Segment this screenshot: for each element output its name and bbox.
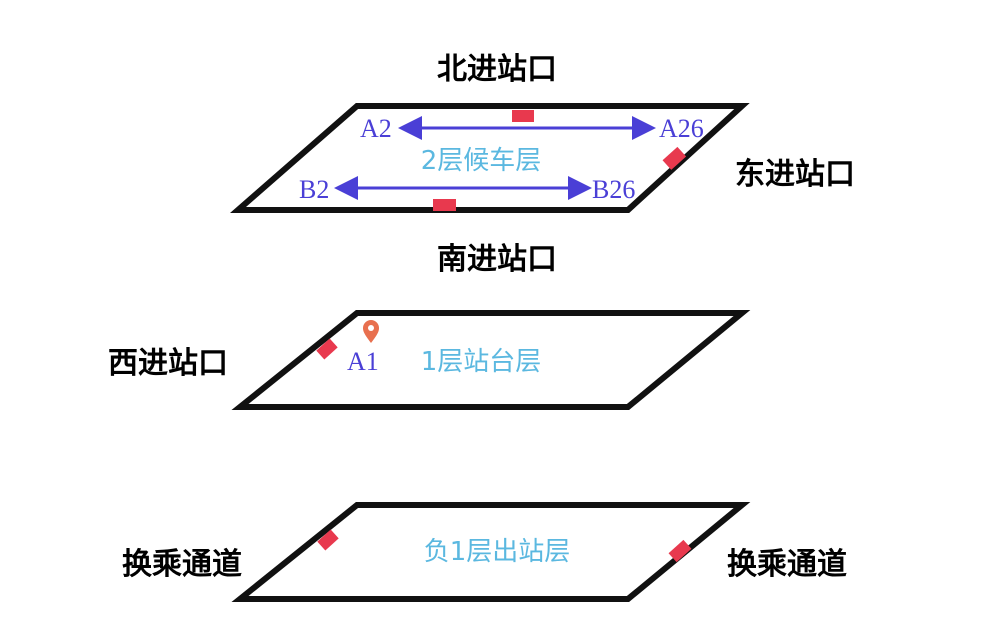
west-entrance-label: 西进站口	[108, 346, 228, 381]
floor-1-label: 1层站台层	[421, 347, 542, 377]
gate-b-end: B26	[592, 175, 635, 204]
gate-a-end: A26	[659, 114, 704, 143]
door-west	[316, 338, 338, 360]
floor-2-waiting-hall: A2 A26 B2 B26 2层候车层	[230, 103, 750, 213]
north-entrance-label: 北进站口	[437, 52, 557, 87]
floor-b1-label: 负1层出站层	[424, 537, 571, 567]
door-east	[662, 146, 687, 170]
floor-2-label: 2层候车层	[421, 146, 542, 176]
marker-a1: A1	[347, 347, 379, 376]
floor-1-outline	[231, 310, 751, 410]
location-pin-icon	[363, 320, 379, 343]
east-entrance-label: 东进站口	[735, 157, 855, 192]
gate-b-start: B2	[299, 175, 329, 204]
floor-1-platform: A1 1层站台层	[231, 310, 751, 410]
gate-a-start: A2	[360, 114, 392, 143]
transfer-right-label: 换乘通道	[727, 547, 847, 582]
south-entrance-label: 南进站口	[437, 242, 557, 277]
door-south	[433, 199, 456, 211]
floor-b1-exit: 负1层出站层	[231, 502, 751, 602]
transfer-left-label: 换乘通道	[122, 547, 242, 582]
door-transfer-left	[317, 529, 339, 551]
door-transfer-right	[668, 539, 692, 563]
floor-b1-outline	[231, 502, 751, 602]
door-north	[512, 110, 534, 122]
